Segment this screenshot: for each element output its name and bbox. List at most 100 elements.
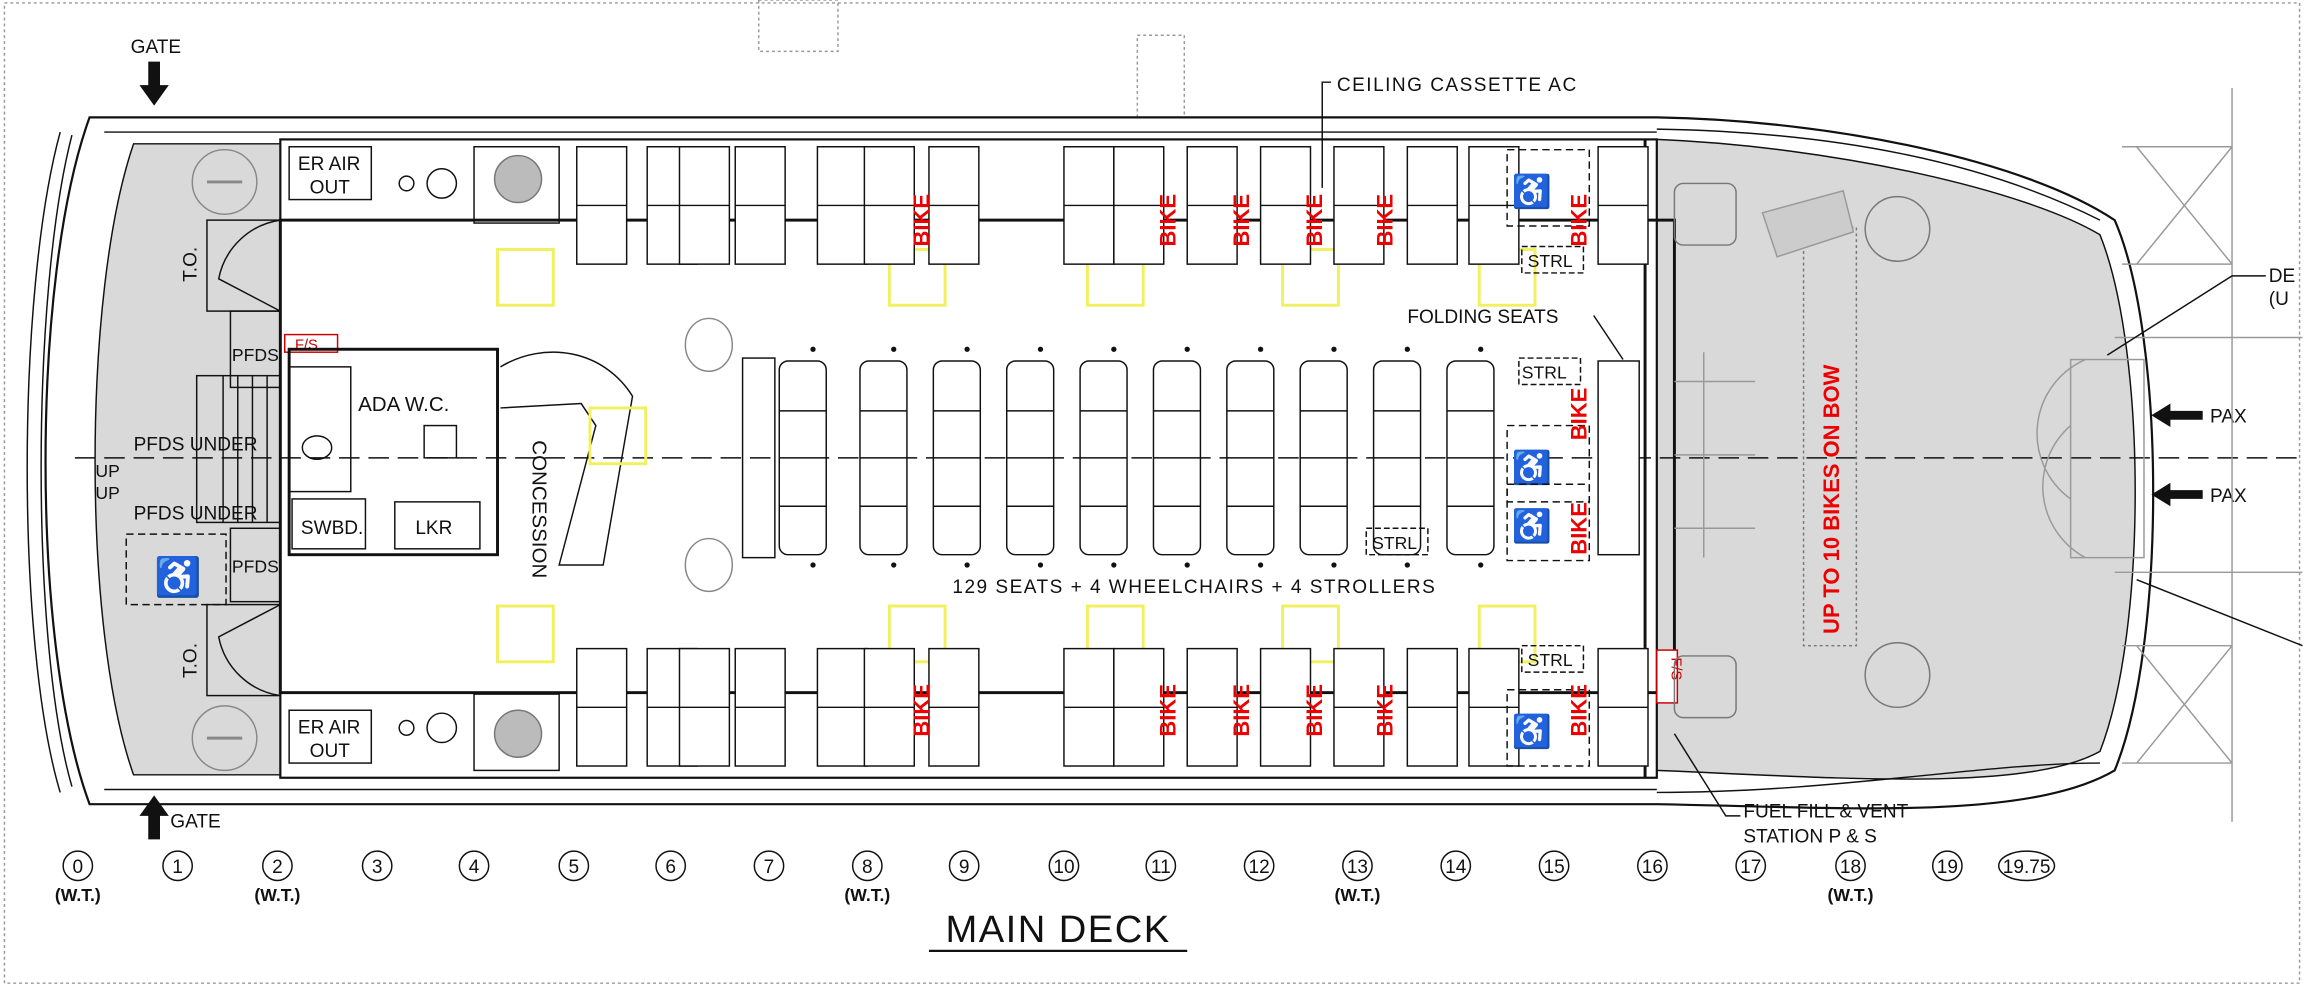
bow-fixtures bbox=[1673, 182, 2145, 719]
frame-number: 14 bbox=[1445, 857, 1467, 878]
seat-row bbox=[1299, 346, 1348, 568]
seat-block bbox=[1259, 647, 1312, 767]
wheelchair-spots: ♿ ♿ ♿ ♿ bbox=[1506, 148, 1591, 767]
stroller-spot: STRL bbox=[1518, 357, 1582, 386]
seat-block bbox=[1063, 146, 1115, 265]
stern-deck-area bbox=[94, 143, 282, 776]
frame-number: 0 bbox=[73, 857, 84, 878]
watertight-label: (W.T.) bbox=[1334, 885, 1380, 905]
wheelchair-spot: ♿ bbox=[1506, 688, 1591, 767]
bike-label: BIKE bbox=[1373, 684, 1398, 737]
stroller-spot: STRL bbox=[1365, 527, 1429, 556]
watertight-label: (W.T.) bbox=[55, 885, 101, 905]
frame-number: 12 bbox=[1249, 857, 1270, 878]
fuel-fill-line1: FUEL FILL & VENT bbox=[1743, 801, 1908, 822]
door-bottom: T.O. bbox=[181, 603, 282, 697]
pax-label: PAX bbox=[2210, 486, 2247, 507]
folding-seats-callout: FOLDING SEATS bbox=[1407, 307, 1558, 328]
arrow-left-icon bbox=[2151, 403, 2203, 428]
seat-block bbox=[1333, 146, 1385, 265]
hull bbox=[26, 116, 2155, 810]
ceiling-ac-square bbox=[887, 248, 947, 307]
seat-row bbox=[859, 346, 908, 568]
seat-block bbox=[816, 146, 869, 265]
frame-number: 13 bbox=[1347, 857, 1368, 878]
frame-number: 9 bbox=[959, 857, 970, 878]
seat-row bbox=[1005, 346, 1055, 568]
arrow-up-icon bbox=[139, 795, 169, 840]
fan-icon bbox=[473, 146, 560, 224]
gangway-structure bbox=[2114, 88, 2303, 822]
wheelchair-icon: ♿ bbox=[154, 555, 202, 599]
seat-row bbox=[1152, 346, 1202, 568]
wheelchair-spot: ♿ bbox=[1506, 424, 1591, 503]
frame-number: 19 bbox=[1937, 857, 1958, 878]
er-out-label: OUT bbox=[310, 178, 351, 199]
frame-station: 7 bbox=[753, 850, 785, 882]
seat-block bbox=[576, 647, 628, 767]
bow-bikes-label: UP TO 10 BIKES ON BOW bbox=[1819, 364, 1844, 634]
concession-counter: CONCESSION bbox=[500, 351, 634, 578]
bike-label: BIKE bbox=[1566, 194, 1591, 247]
seat-block bbox=[1333, 647, 1385, 767]
fuel-fill-line2: STATION P & S bbox=[1743, 826, 1876, 847]
seat-block bbox=[1406, 146, 1458, 265]
drawing-border bbox=[3, 2, 2301, 984]
bike-label: BIKE bbox=[1229, 194, 1254, 247]
frame-number: 3 bbox=[372, 857, 383, 878]
wheelchair-spot: ♿ bbox=[1506, 148, 1591, 227]
seat-block bbox=[734, 146, 786, 265]
watertight-label: (W.T.) bbox=[1828, 885, 1874, 905]
ceiling-ac-square bbox=[887, 604, 947, 664]
wheelchair-icon: ♿ bbox=[1512, 448, 1552, 486]
seat-block bbox=[863, 146, 916, 265]
seat-block bbox=[734, 647, 786, 767]
frame-number: 10 bbox=[1053, 857, 1074, 878]
bike-label: BIKE bbox=[1373, 194, 1398, 247]
hatch-icon bbox=[684, 317, 734, 372]
fs-label: F/S bbox=[295, 337, 318, 353]
frame-station: 8(W.T.) bbox=[844, 850, 890, 905]
frame-station: 18 (W.T.) bbox=[1828, 850, 1874, 905]
frame-station: 10 bbox=[1048, 850, 1080, 882]
frame-number: 15 bbox=[1543, 857, 1564, 878]
frame-station: 5 bbox=[558, 850, 590, 882]
pfds-label: PFDS bbox=[232, 345, 279, 365]
bike-label: BIKE bbox=[1229, 684, 1254, 737]
frame-number: 5 bbox=[569, 857, 580, 878]
seat-block bbox=[1597, 146, 1649, 265]
er-out-label: OUT bbox=[310, 741, 351, 762]
seat-block bbox=[863, 647, 916, 767]
ac-unit-outline bbox=[1136, 34, 1186, 119]
ceiling-ac-square bbox=[496, 604, 555, 664]
frame-station: 2(W.T.) bbox=[254, 850, 300, 905]
seat-block bbox=[1597, 360, 1640, 556]
swbd-label: SWBD. bbox=[301, 518, 363, 539]
frame-station: 19 bbox=[1931, 850, 1963, 882]
frame-station: 3 bbox=[361, 850, 393, 882]
bike-label: BIKE bbox=[909, 684, 934, 737]
er-air-out-bottom: ER AIR OUT bbox=[288, 709, 373, 764]
up-label: UP bbox=[95, 461, 119, 481]
ada-wc-label: ADA W.C. bbox=[358, 393, 449, 416]
frame-number: 17 bbox=[1740, 857, 1761, 878]
frame-station: 6 bbox=[655, 850, 687, 882]
fs-label: F/S bbox=[1667, 657, 1683, 680]
seat-block bbox=[678, 146, 731, 265]
callout-u: (U bbox=[2269, 289, 2289, 310]
arrow-left-icon bbox=[2151, 482, 2203, 507]
frame-station: 13 (W.T.) bbox=[1334, 850, 1380, 905]
frame-number: 18 bbox=[1840, 857, 1861, 878]
ceiling-ac-square bbox=[588, 406, 648, 466]
seat-block bbox=[1406, 647, 1458, 767]
bench bbox=[741, 357, 776, 559]
door-top: T.O. bbox=[181, 219, 282, 312]
seat-row bbox=[1226, 346, 1275, 568]
seat-row bbox=[1372, 346, 1422, 568]
stairs: PFDS PFDS PFDS UNDER PFDS UNDER UP UP ♿ bbox=[95, 310, 282, 606]
frame-number: 11 bbox=[1151, 857, 1171, 878]
seat-block bbox=[1113, 146, 1165, 265]
wheelchair-icon: ♿ bbox=[1512, 507, 1552, 545]
pfds-under-label: PFDS UNDER bbox=[134, 435, 258, 456]
